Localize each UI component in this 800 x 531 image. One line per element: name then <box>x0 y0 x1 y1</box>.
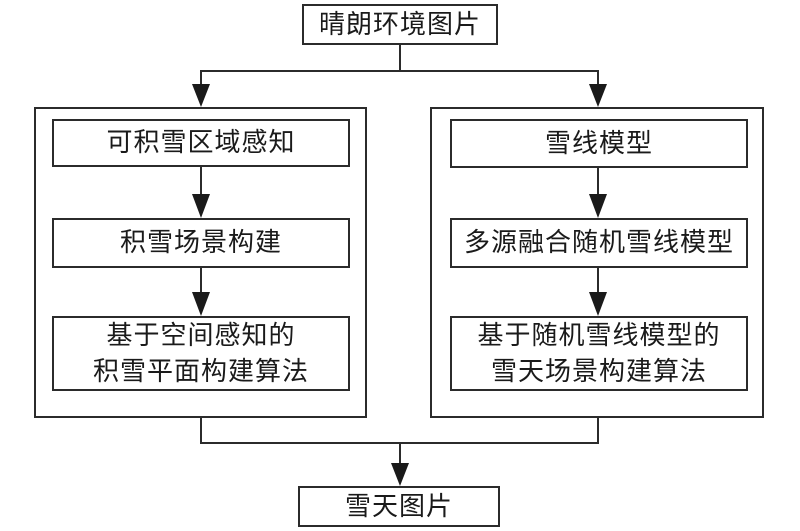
connector-merge <box>200 417 599 464</box>
node-snow-scene-construction: 积雪场景构建 <box>52 218 350 268</box>
arrowhead-into-output <box>391 463 409 486</box>
node-snowline-model: 雪线模型 <box>450 119 748 168</box>
node-input-clear-image: 晴朗环境图片 <box>302 4 498 45</box>
node-random-snowline-scene-construction-algorithm: 基于随机雪线模型的 雪天场景构建算法 <box>450 316 748 391</box>
node-spatial-perception-snow-plane-algorithm: 基于空间感知的 积雪平面构建算法 <box>52 316 350 391</box>
arrowhead-into-right-container <box>589 84 607 107</box>
arrowhead-into-left-container <box>192 84 210 107</box>
left-branch-container <box>34 107 367 418</box>
node-output-snowy-image: 雪天图片 <box>298 486 500 527</box>
right-branch-container <box>430 107 764 418</box>
node-multisource-fusion-random-snowline-model: 多源融合随机雪线模型 <box>450 218 748 268</box>
node-snowable-area-perception: 可积雪区域感知 <box>52 119 350 167</box>
connector-top-split <box>200 45 599 92</box>
